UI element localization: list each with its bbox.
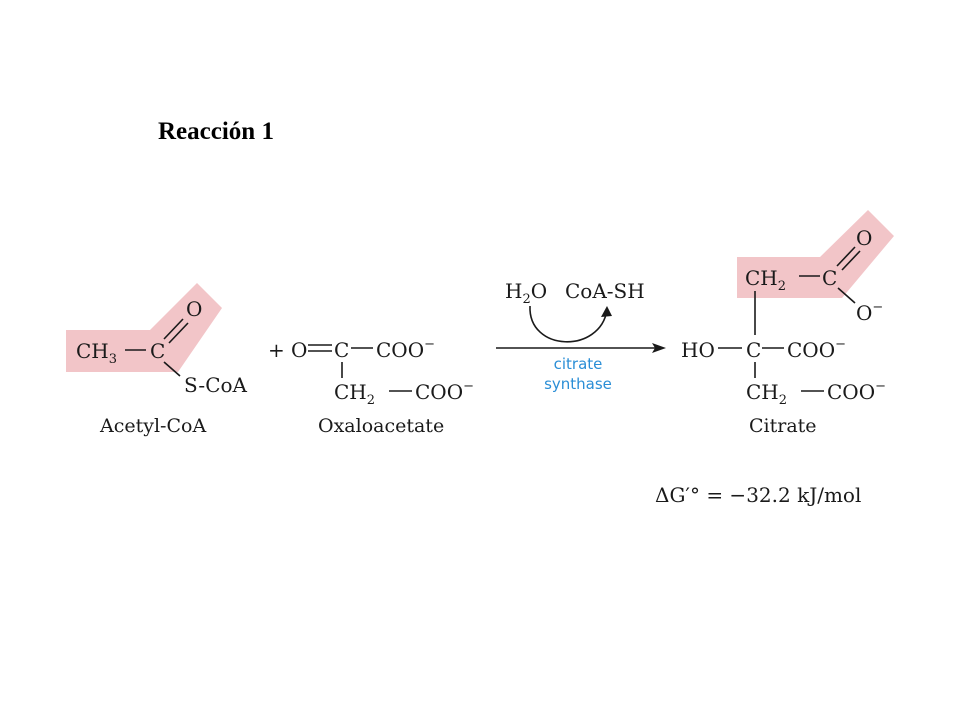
- citrate-bond-c-o-anion: [837, 287, 856, 304]
- citrate-carbonyl-carbon: C: [822, 266, 837, 290]
- cofactor-curved-arrow: [529, 305, 608, 343]
- citrate-oxygen-anion: O−: [856, 300, 883, 325]
- reaction-arrow: H2O CoA-SH citrate synthase: [496, 279, 666, 393]
- acetyl-group-highlight: [66, 283, 222, 372]
- citrate-carboxylate-1: COO−: [787, 337, 846, 362]
- enzyme-label-line1: citrate: [554, 355, 603, 373]
- oxaloacetate-carbon: C: [334, 338, 349, 362]
- acetyl-double-bond-b: [168, 322, 189, 344]
- cofactor-arrowhead: [601, 306, 612, 317]
- citrate: CH2 C O O− HO C COO− CH2 COO− Citrate: [681, 210, 894, 437]
- delta-g-value: ΔG′° = −32.2 kJ/mol: [655, 483, 861, 507]
- oxaloacetate-keto-oxygen: O: [291, 338, 307, 362]
- citrate-methylene-top: CH2: [745, 266, 786, 294]
- citrate-double-bond-a: [836, 246, 856, 267]
- citrate-double-bond-b: [841, 250, 861, 271]
- acetyl-bond-c-s: [163, 361, 181, 377]
- main-arrowhead: [652, 343, 666, 353]
- citrate-carboxylate-2: COO−: [827, 379, 886, 404]
- oxaloacetate: O C COO− CH2 COO− Oxaloacetate: [291, 337, 474, 437]
- acetyl-carbonyl-carbon: C: [150, 339, 165, 363]
- coash-label: CoA-SH: [565, 279, 645, 303]
- citrate-carbonyl-oxygen: O: [856, 226, 872, 250]
- acetyl-scoa: S-CoA: [184, 373, 248, 397]
- acetyl-methyl: CH3: [76, 339, 117, 367]
- oxaloacetate-label: Oxaloacetate: [318, 415, 444, 437]
- acetyl-double-bond-a: [163, 318, 184, 340]
- acetyl-oxygen: O: [186, 297, 202, 321]
- citrate-hydroxyl: HO: [681, 338, 715, 362]
- enzyme-label-line2: synthase: [544, 375, 612, 393]
- water-label: H2O: [505, 279, 547, 307]
- acetyl-coa: CH3 C O S-CoA Acetyl-CoA: [66, 283, 248, 437]
- citrate-label: Citrate: [749, 415, 817, 437]
- acetyl-coa-label: Acetyl-CoA: [99, 415, 206, 437]
- acetyl-derived-highlight: [737, 210, 894, 298]
- oxaloacetate-carboxylate-1: COO−: [376, 337, 435, 362]
- oxaloacetate-methylene: CH2: [334, 380, 375, 408]
- slide-title: Reacción 1: [158, 118, 274, 145]
- citrate-methylene-bottom: CH2: [746, 380, 787, 408]
- citrate-central-carbon: C: [746, 338, 761, 362]
- plus-sign: +: [268, 338, 285, 362]
- oxaloacetate-carboxylate-2: COO−: [415, 379, 474, 404]
